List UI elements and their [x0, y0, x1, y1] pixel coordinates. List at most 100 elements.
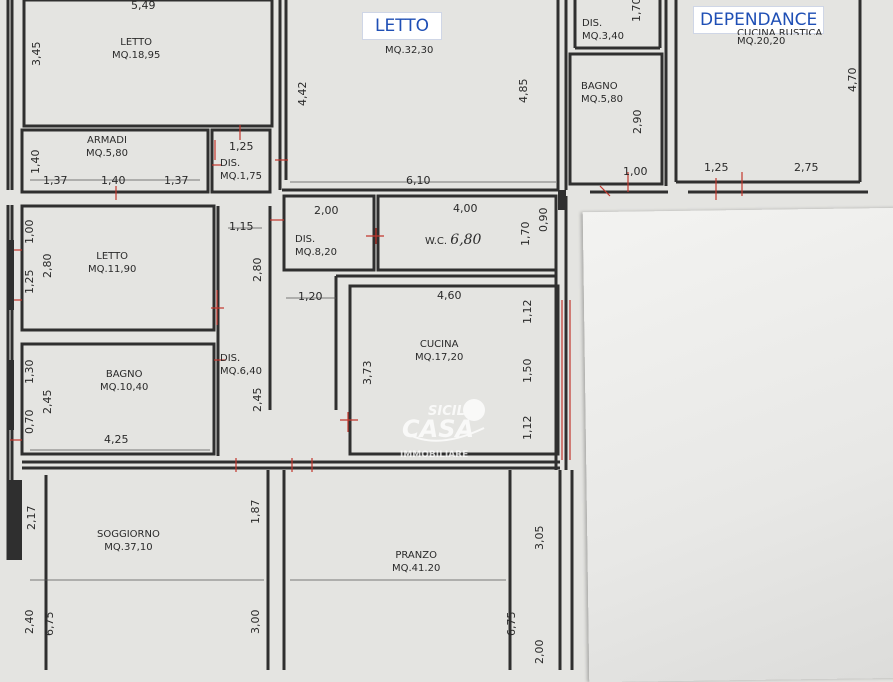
- room-area: MQ.5,80: [86, 148, 128, 159]
- room-letto-2: LETTO MQ.11,90: [88, 250, 136, 276]
- dimension-label: 1,00: [623, 165, 648, 178]
- room-area: MQ.41.20: [392, 563, 441, 574]
- dimension-label: 1,30: [23, 359, 36, 385]
- dimension-label: 1,37: [43, 174, 68, 187]
- dimension-label: 1,87: [249, 499, 262, 525]
- dimension-label: 2,17: [25, 505, 38, 531]
- watermark-line3: IMMOBILIARE: [400, 450, 469, 460]
- dimension-label: 2,90: [631, 109, 644, 135]
- dimension-label: 4,70: [846, 67, 859, 93]
- walls: [6, 0, 868, 670]
- dependance-tag: DEPENDANCE: [693, 6, 825, 34]
- wall-fills: [8, 190, 566, 560]
- dimension-label: 1,40: [29, 149, 42, 175]
- dimension-label: 1,00: [23, 219, 36, 245]
- room-armadi: ARMADI MQ.5,80: [86, 134, 128, 160]
- watermark-emblem-icon: [407, 399, 485, 442]
- room-area: MQ.11,90: [88, 264, 137, 275]
- dimension-label: 6,10: [406, 174, 431, 187]
- dimension-label: 1,70: [630, 0, 643, 22]
- room-area: MQ.17,20: [415, 352, 464, 363]
- room-bagno-dependance: BAGNO MQ.5,80: [581, 80, 623, 106]
- room-name: SOGGIORNO: [97, 529, 160, 540]
- room-area: MQ.37,10: [104, 542, 153, 553]
- room-pranzo: PRANZO MQ.41.20: [392, 549, 440, 575]
- room-area: MQ.6,40: [220, 366, 262, 377]
- room-wc: W.C. 6,80: [425, 232, 482, 248]
- letto-tag: LETTO: [362, 12, 443, 40]
- dimension-label: 4,00: [453, 202, 478, 215]
- room-dis-1: DIS. MQ.1,75: [220, 157, 262, 183]
- room-name: BAGNO: [581, 81, 618, 92]
- dimension-label: 1,15: [229, 220, 254, 233]
- dimension-label: 2,00: [314, 204, 339, 217]
- dimension-label: 4,25: [104, 433, 129, 446]
- dimension-label: 0,70: [23, 409, 36, 435]
- room-name: ARMADI: [87, 135, 127, 146]
- dimension-label: 2,40: [23, 609, 36, 635]
- room-cucina-dependance: CUCINA RUSTICA MQ.20,20: [737, 27, 822, 48]
- room-area-handwritten: 6,80: [450, 232, 482, 248]
- dimension-label: 3,05: [533, 525, 546, 551]
- dimension-label: 2,45: [251, 387, 264, 413]
- room-area: MQ.32,30: [385, 45, 434, 56]
- watermark-line2: CASA: [402, 415, 475, 443]
- room-area: MQ.5,80: [581, 94, 623, 105]
- room-name: PRANZO: [395, 550, 437, 561]
- room-letto-1: LETTO MQ.18,95: [112, 36, 160, 62]
- room-name: BAGNO: [105, 369, 143, 380]
- watermark-line1: SICIL: [428, 404, 465, 419]
- dimension-label: 1,70: [519, 221, 532, 247]
- room-name: LETTO: [120, 37, 153, 48]
- room-name: DIS.: [582, 18, 603, 29]
- dimension-label: 1,20: [298, 290, 323, 303]
- doors: [10, 125, 743, 472]
- room-letto-main: MQ.32,30: [385, 44, 433, 57]
- dimension-label: 6,75: [505, 611, 518, 637]
- dimension-label: 1,25: [23, 269, 36, 295]
- room-dis-top: DIS. MQ.3,40: [582, 17, 624, 43]
- room-name: CUCINA: [419, 339, 459, 350]
- dimension-label: 3,00: [249, 609, 262, 635]
- room-name: LETTO: [96, 251, 129, 262]
- room-name-partial: CUCINA RUSTICA: [737, 28, 823, 35]
- dimension-label: 2,75: [794, 161, 819, 174]
- room-area: MQ.8,20: [295, 247, 337, 258]
- room-name: DIS.: [220, 158, 241, 169]
- room-area: MQ.18,95: [112, 50, 161, 61]
- room-soggiorno: SOGGIORNO MQ.37,10: [97, 528, 160, 554]
- dimension-label: 1,40: [101, 174, 126, 187]
- dimension-label: 2,80: [251, 257, 264, 283]
- dimension-label: 4,60: [437, 289, 462, 302]
- room-dis-3: DIS. MQ.6,40: [220, 352, 262, 378]
- room-name: DIS.: [295, 234, 316, 245]
- room-bagno: BAGNO MQ.10,40: [100, 368, 148, 394]
- room-name: W.C.: [425, 236, 448, 247]
- room-area: MQ.1,75: [220, 171, 262, 182]
- dimension-label: 3,45: [30, 41, 43, 67]
- dimension-label: 2,00: [533, 639, 546, 665]
- sicilcasa-watermark-logo: SICIL CASA IMMOBILIARE: [398, 398, 494, 460]
- dimension-label: 2,45: [41, 389, 54, 415]
- dimension-label: 4,42: [296, 81, 309, 107]
- dimension-label: 3,73: [361, 360, 374, 386]
- room-area: MQ.3,40: [582, 31, 624, 42]
- overlapping-paper-sheet: [582, 207, 893, 682]
- dimension-label: 0,90: [537, 207, 550, 233]
- dimension-lines: [30, 179, 556, 581]
- room-dis-2: DIS. MQ.8,20: [295, 233, 337, 259]
- room-area: MQ.20,20: [737, 36, 786, 47]
- room-cucina: CUCINA MQ.17,20: [415, 338, 463, 364]
- dimension-label: 6,75: [43, 611, 56, 637]
- dimension-label: 1,25: [229, 140, 254, 153]
- dimension-label: 1,12: [521, 299, 534, 325]
- dimension-label: 1,37: [164, 174, 189, 187]
- dimension-label: 1,12: [521, 415, 534, 441]
- room-name: DIS.: [220, 353, 241, 364]
- dimension-label: 1,25: [704, 161, 729, 174]
- dimension-label: 1,50: [521, 358, 534, 384]
- dimension-label: 4,85: [517, 78, 530, 104]
- room-area: MQ.10,40: [100, 382, 149, 393]
- dimension-label: 5,49: [131, 0, 156, 12]
